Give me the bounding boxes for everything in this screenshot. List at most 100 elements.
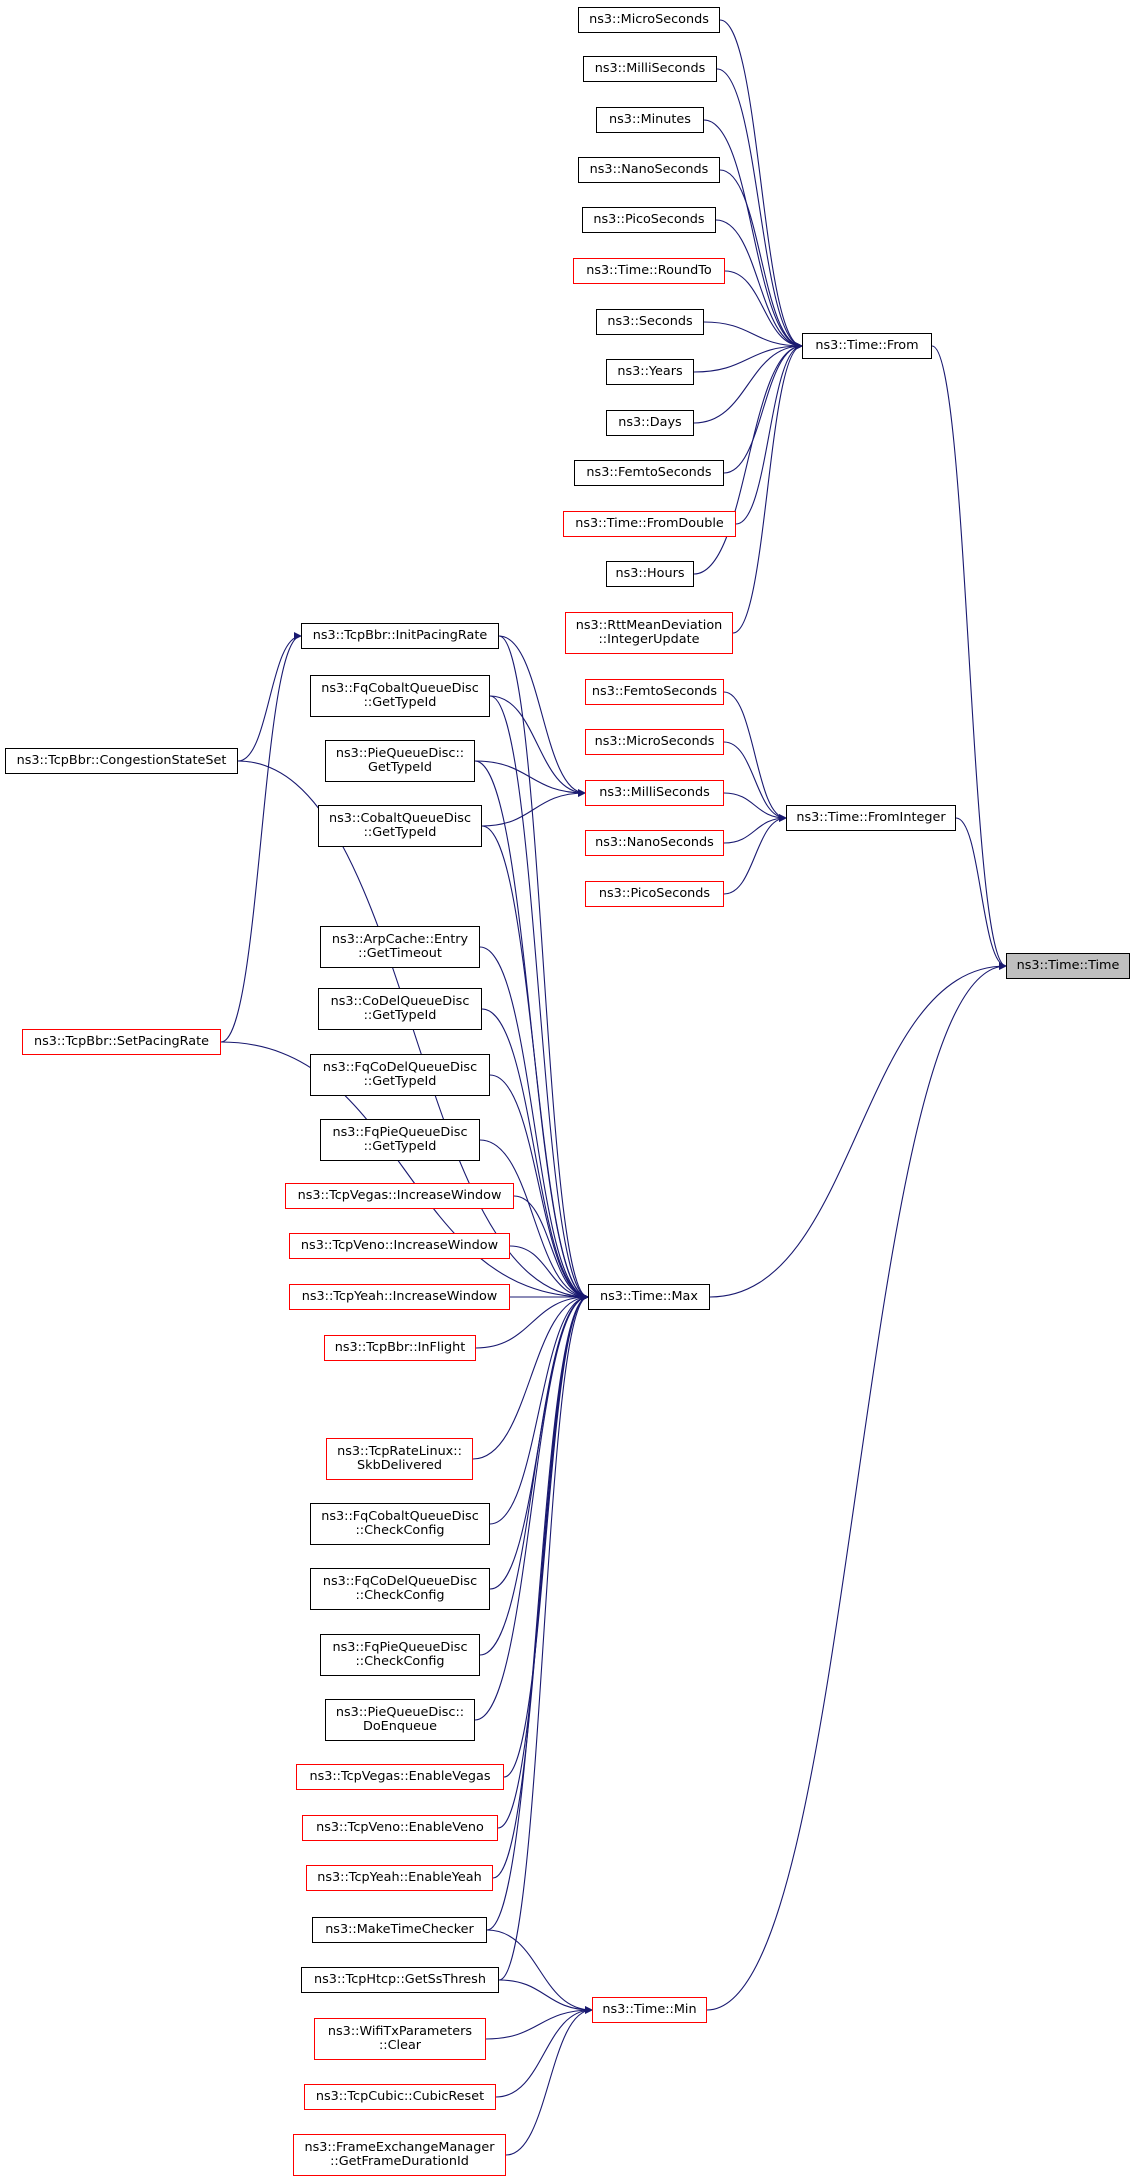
call-edge-pie_gt-to-milli_i — [474, 760, 586, 797]
node-label-line: ::IntegerUpdate — [598, 632, 700, 647]
node-label-line: ns3::TcpBbr::CongestionStateSet — [16, 753, 227, 768]
call-edge-setpacing-to-initpacing — [220, 632, 302, 1043]
node-pie-enq[interactable]: ns3::PieQueueDisc::DoEnqueue — [325, 1699, 475, 1741]
node-label-line: ns3::ArpCache::Entry — [331, 932, 469, 947]
node-label-line: ns3::TcpBbr::InitPacingRate — [312, 628, 488, 643]
node-pie-gt[interactable]: ns3::PieQueueDisc::GetTypeId — [325, 740, 475, 782]
node-fqcodel-gt[interactable]: ns3::FqCoDelQueueDisc::GetTypeId — [310, 1054, 490, 1096]
node-femto-s[interactable]: ns3::FemtoSeconds — [574, 460, 724, 486]
node-label-line: ::GetTypeId — [363, 1139, 437, 1154]
call-edge-inflight-to-max — [475, 1293, 589, 1349]
node-yeah-en[interactable]: ns3::TcpYeah::EnableYeah — [306, 1865, 493, 1891]
node-label-line: ns3::MicroSeconds — [589, 12, 709, 27]
call-edge-yeah_en-to-max — [492, 1293, 589, 1879]
node-setpacing[interactable]: ns3::TcpBbr::SetPacingRate — [22, 1029, 221, 1055]
call-edge-mkchecker-to-min — [486, 1929, 593, 2014]
node-minutes[interactable]: ns3::Minutes — [596, 107, 704, 133]
call-edge-rttmean-to-from — [732, 342, 803, 634]
node-cobalt-gt[interactable]: ns3::CobaltQueueDisc::GetTypeId — [318, 805, 482, 847]
node-ratelinux[interactable]: ns3::TcpRateLinux::SkbDelivered — [326, 1438, 473, 1480]
node-nano-i[interactable]: ns3::NanoSeconds — [585, 830, 724, 856]
node-fqpie-gt[interactable]: ns3::FqPieQueueDisc::GetTypeId — [320, 1119, 480, 1161]
node-congstate[interactable]: ns3::TcpBbr::CongestionStateSet — [5, 748, 238, 774]
node-fromint[interactable]: ns3::Time::FromInteger — [786, 805, 956, 831]
node-label-line: ns3::CoDelQueueDisc — [330, 994, 470, 1009]
node-label-line: ns3::PicoSeconds — [598, 886, 711, 901]
call-edge-fromint-to-time — [955, 817, 1007, 970]
call-edge-milli_s-to-from — [716, 68, 803, 350]
node-label-line: ns3::MakeTimeChecker — [325, 1922, 474, 1937]
call-edge-congstate-to-initpacing — [237, 632, 302, 762]
node-label-line: ::GetTimeout — [358, 946, 442, 961]
call-edge-max-to-time — [709, 962, 1007, 1298]
call-edge-cobalt_gt-to-milli_i — [481, 789, 586, 827]
node-label-line: ::CheckConfig — [355, 1523, 445, 1538]
node-label-line: ns3::RttMeanDeviation — [575, 618, 723, 633]
node-mkchecker[interactable]: ns3::MakeTimeChecker — [312, 1917, 487, 1943]
node-vegas-iw[interactable]: ns3::TcpVegas::IncreaseWindow — [285, 1183, 514, 1209]
call-edge-frameex-to-min — [505, 2006, 593, 2156]
node-years[interactable]: ns3::Years — [606, 359, 694, 385]
node-veno-en[interactable]: ns3::TcpVeno::EnableVeno — [302, 1815, 498, 1841]
node-label-line: ns3::Time::FromInteger — [796, 810, 946, 825]
node-pico-i[interactable]: ns3::PicoSeconds — [585, 881, 724, 907]
call-edge-veno_iw-to-max — [509, 1245, 589, 1301]
node-roundto[interactable]: ns3::Time::RoundTo — [573, 258, 725, 284]
node-arpcache[interactable]: ns3::ArpCache::Entry::GetTimeout — [320, 926, 480, 968]
node-wifitx[interactable]: ns3::WifiTxParameters::Clear — [314, 2018, 486, 2060]
call-edge-nano_s-to-from — [719, 169, 803, 350]
node-frameex[interactable]: ns3::FrameExchangeManager::GetFrameDurat… — [293, 2134, 506, 2176]
node-seconds[interactable]: ns3::Seconds — [596, 309, 704, 335]
node-label-line: ns3::TcpBbr::InFlight — [334, 1340, 466, 1355]
call-edge-femto_i-to-fromint — [723, 691, 787, 822]
node-days[interactable]: ns3::Days — [606, 410, 694, 436]
node-max[interactable]: ns3::Time::Max — [588, 1284, 710, 1310]
node-label-line: ns3::NanoSeconds — [589, 162, 709, 177]
node-milli-i[interactable]: ns3::MilliSeconds — [585, 780, 724, 806]
node-min[interactable]: ns3::Time::Min — [592, 1997, 707, 2023]
node-label-line: ns3::NanoSeconds — [595, 835, 714, 850]
node-label-line: ns3::Time::Min — [602, 2002, 697, 2017]
node-fromdouble[interactable]: ns3::Time::FromDouble — [563, 511, 736, 537]
call-edge-mkchecker-to-max — [486, 1293, 589, 1931]
call-edge-fqcobalt_gt-to-milli_i — [489, 695, 586, 797]
node-label-line: ns3::TcpVeno::IncreaseWindow — [300, 1238, 499, 1253]
node-htcp[interactable]: ns3::TcpHtcp::GetSsThresh — [301, 1967, 499, 1993]
node-fqcobalt-gt[interactable]: ns3::FqCobaltQueueDisc::GetTypeId — [310, 675, 490, 717]
node-nano-s[interactable]: ns3::NanoSeconds — [578, 157, 720, 183]
node-femto-i[interactable]: ns3::FemtoSeconds — [585, 679, 724, 705]
node-cubic[interactable]: ns3::TcpCubic::CubicReset — [304, 2084, 496, 2110]
node-fqcodel-cc[interactable]: ns3::FqCoDelQueueDisc::CheckConfig — [310, 1568, 490, 1610]
node-milli-s[interactable]: ns3::MilliSeconds — [583, 56, 717, 82]
call-edge-vegas_iw-to-max — [513, 1195, 589, 1301]
node-vegas-en[interactable]: ns3::TcpVegas::EnableVegas — [296, 1764, 504, 1790]
node-rttmean[interactable]: ns3::RttMeanDeviation::IntegerUpdate — [565, 612, 733, 654]
node-label-line: ns3::FemtoSeconds — [586, 465, 712, 480]
node-pico-s[interactable]: ns3::PicoSeconds — [582, 207, 716, 233]
node-label-line: ns3::FqPieQueueDisc — [332, 1640, 468, 1655]
node-label-line: ::GetTypeId — [363, 695, 437, 710]
node-inflight[interactable]: ns3::TcpBbr::InFlight — [324, 1335, 476, 1361]
node-label-line: ns3::Seconds — [607, 314, 693, 329]
node-label-line: ns3::FqCobaltQueueDisc — [321, 681, 479, 696]
node-label-line: ns3::PicoSeconds — [593, 212, 705, 227]
node-fqcobalt-cc[interactable]: ns3::FqCobaltQueueDisc::CheckConfig — [310, 1503, 490, 1545]
node-fqpie-cc[interactable]: ns3::FqPieQueueDisc::CheckConfig — [320, 1634, 480, 1676]
node-label-line: ::Clear — [378, 2038, 422, 2053]
node-hours[interactable]: ns3::Hours — [606, 561, 694, 587]
node-micro-i[interactable]: ns3::MicroSeconds — [585, 729, 724, 755]
node-label-line: ns3::MicroSeconds — [594, 734, 715, 749]
call-edge-wifitx-to-min — [485, 2006, 593, 2040]
node-label-line: ::CheckConfig — [355, 1588, 445, 1603]
node-veno-iw[interactable]: ns3::TcpVeno::IncreaseWindow — [289, 1233, 510, 1259]
node-codel-gt[interactable]: ns3::CoDelQueueDisc::GetTypeId — [318, 988, 482, 1030]
node-micro-s[interactable]: ns3::MicroSeconds — [578, 7, 720, 33]
node-from[interactable]: ns3::Time::From — [802, 333, 932, 359]
call-edge-from-to-time — [931, 345, 1007, 970]
node-label-line: ns3::Time::RoundTo — [586, 263, 712, 278]
node-initpacing[interactable]: ns3::TcpBbr::InitPacingRate — [301, 623, 499, 649]
node-label-line: ::GetTypeId — [363, 1074, 437, 1089]
node-yeah-iw[interactable]: ns3::TcpYeah::IncreaseWindow — [289, 1284, 510, 1310]
node-label-line: ns3::FqPieQueueDisc — [332, 1125, 468, 1140]
